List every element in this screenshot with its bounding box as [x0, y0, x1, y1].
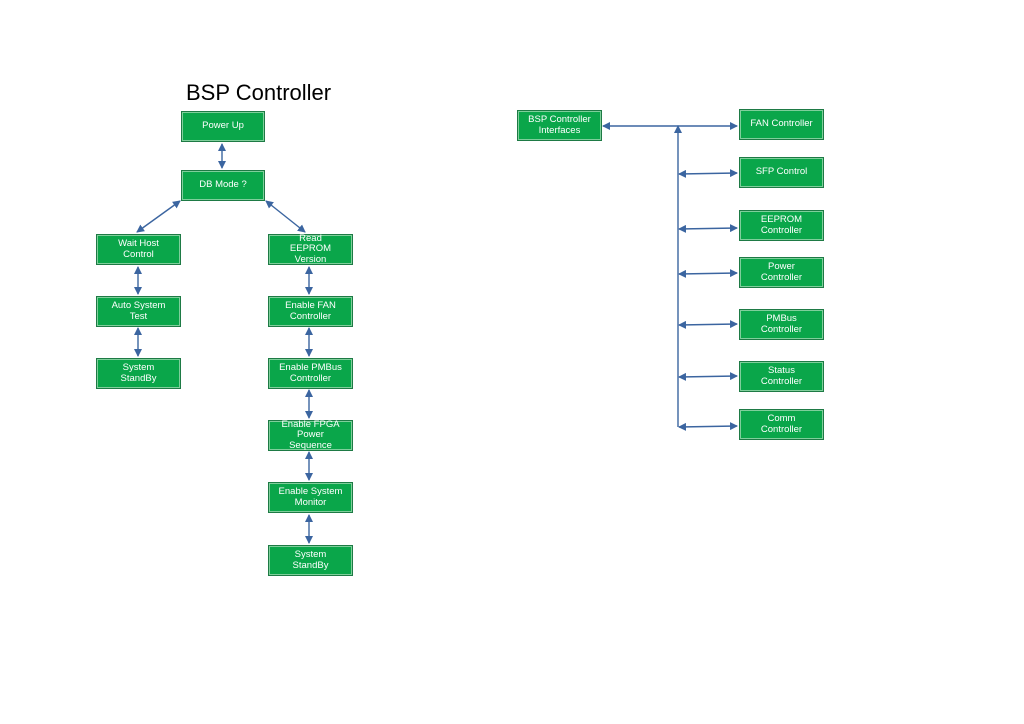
db-mode-box: DB Mode ? [181, 170, 265, 201]
auto-system-test-box: Auto System Test [96, 296, 181, 327]
read-eeprom-version-box: Read EEPROM Version [268, 233, 353, 265]
eeprom-controller-box: EEPROM Controller [739, 210, 824, 241]
arrow-bus-power [678, 269, 738, 278]
status-controller-box: Status Controller [739, 361, 824, 392]
arrow-dbmode-readeeprom [265, 200, 306, 233]
power-up-box: Power Up [181, 111, 265, 142]
enable-system-monitor-box: Enable System Monitor [268, 482, 353, 513]
system-standby-left-box: System StandBy [96, 358, 181, 389]
bsp-controller-interfaces-box: BSP Controller Interfaces [517, 110, 602, 141]
pmbus-controller-box: PMBus Controller [739, 309, 824, 340]
arrow-bus-sfp [678, 169, 738, 178]
arrow-bus-status [678, 372, 738, 381]
arrow-dbmode-waithost [136, 200, 181, 233]
power-controller-box: Power Controller [739, 257, 824, 288]
arrow-bus-pmbus [678, 320, 738, 329]
arrow-bus-eeprom [678, 224, 738, 233]
diagram-title: BSP Controller [186, 80, 332, 105]
wait-host-control-box: Wait Host Control [96, 234, 181, 265]
enable-fpga-power-sequence-box: Enable FPGA Power Sequence [268, 419, 353, 451]
enable-pmbus-controller-box: Enable PMBus Controller [268, 358, 353, 389]
enable-fan-controller-box: Enable FAN Controller [268, 296, 353, 327]
arrow-bus-comm [678, 422, 738, 431]
comm-controller-box: Comm Controller [739, 409, 824, 440]
sfp-control-box: SFP Control [739, 157, 824, 188]
system-standby-right-box: System StandBy [268, 545, 353, 576]
fan-controller-box: FAN Controller [739, 109, 824, 140]
